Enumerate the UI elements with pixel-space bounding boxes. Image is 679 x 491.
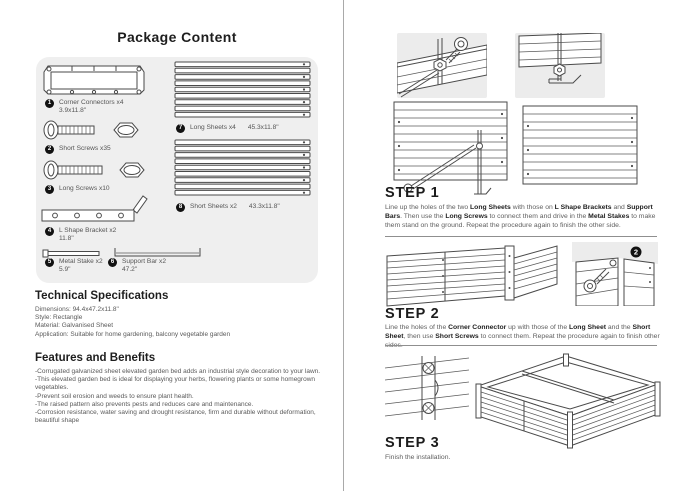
item-number-badge: 6 — [108, 258, 117, 267]
spec-line: Dimensions: 94.4x47.2x11.8" — [35, 306, 119, 313]
step1-title: STEP 1 — [385, 185, 440, 201]
package-item-short-sheets: 8 Short Sheets x2 43.3x11.8" — [176, 203, 280, 212]
package-item-short-screws: 2 Short Screws x35 — [45, 145, 111, 154]
item-label: Short Sheets x2 — [190, 203, 237, 210]
step3-assembled-bed-illustration — [475, 353, 661, 449]
step3-text: Finish the installation. — [385, 454, 451, 461]
feature-bullet: -This elevated garden bed is ideal for d… — [35, 376, 316, 392]
item-number-badge: 2 — [45, 145, 54, 154]
item-dims: 47.2" — [122, 266, 138, 273]
item-dims: 43.3x11.8" — [248, 203, 280, 210]
l-shape-bracket-illustration — [41, 195, 148, 222]
item-number-badge: 8 — [176, 203, 185, 212]
item-number-badge: 1 — [45, 99, 54, 108]
specs-heading: Technical Specifications — [35, 290, 169, 302]
spec-line: Material: Galvanised Sheet — [35, 322, 114, 330]
item-label: Long Sheets x4 — [190, 124, 236, 131]
package-item-metal-stake: 5 Metal Stake x2 5.9" — [45, 258, 103, 274]
feature-bullet: -Prevent soil erosion and weeds to ensur… — [35, 392, 194, 400]
specs-list: Dimensions: 94.4x47.2x11.8" Style: Recta… — [35, 306, 325, 339]
item-dims: 11.8" — [59, 235, 74, 242]
item-number-badge: 3 — [45, 185, 54, 194]
features-heading: Features and Benefits — [35, 352, 156, 364]
package-item-support-bar: 6 Support Bar x2 47.2" — [108, 258, 166, 274]
corner-connector-illustration — [43, 65, 145, 95]
feature-bullet: -The raised pattern also prevents pests … — [35, 400, 254, 408]
item-label: L Shape Bracket x2 — [59, 227, 117, 234]
spec-line: Application: Suitable for home gardening… — [35, 330, 231, 338]
section-divider — [385, 236, 657, 237]
item-label: Metal Stake x2 — [59, 258, 103, 265]
step3-title: STEP 3 — [385, 435, 440, 451]
feature-bullet: -Corrosion resistance, water saving and … — [35, 409, 316, 425]
item-label: Support Bar x2 — [122, 258, 166, 265]
package-item-corner-connectors: 1 Corner Connectors x4 3.9x11.8" — [45, 99, 124, 115]
step2-title: STEP 2 — [385, 306, 440, 322]
long-screw-and-nut-illustration — [43, 160, 145, 180]
item-label: Long Screws x10 — [59, 185, 110, 192]
features-list: -Corrugated galvanized sheet elevated ga… — [35, 368, 335, 425]
step3-connector-detail-illustration — [385, 356, 469, 420]
step2-corner-assembly-illustration — [386, 245, 558, 307]
item-dims: 5.9" — [59, 266, 71, 273]
section-divider — [385, 345, 657, 346]
short-sheets-illustration — [174, 139, 311, 196]
item-label: Corner Connectors x4 — [59, 99, 124, 106]
item-number-badge: 4 — [45, 227, 54, 236]
package-item-l-shape-bracket: 4 L Shape Bracket x2 11.8" — [45, 227, 116, 243]
step2-screw-detail-illustration: 2 — [572, 242, 658, 306]
short-screw-and-nut-illustration — [43, 120, 139, 140]
step1-long-sheets-illustration — [393, 101, 638, 195]
metal-stake-illustration — [42, 249, 100, 258]
item-label: Short Screws x35 — [59, 145, 111, 152]
package-item-long-screws: 3 Long Screws x10 — [45, 185, 110, 194]
spec-line: Style: Rectangle — [35, 314, 83, 322]
step1-text: Line up the holes of the two Long Sheets… — [385, 204, 656, 229]
step1-screw-detail-illustration — [397, 33, 487, 98]
support-bar-illustration — [114, 248, 201, 257]
step1-stake-detail-illustration — [515, 33, 605, 98]
item-number-badge: 7 — [176, 124, 185, 133]
long-sheets-illustration — [174, 61, 311, 118]
item-number-badge: 5 — [45, 258, 54, 267]
page-title: Package Content — [117, 29, 237, 45]
page-divider — [343, 0, 344, 491]
package-item-long-sheets: 7 Long Sheets x4 45.3x11.8" — [176, 124, 279, 133]
item-dims: 45.3x11.8" — [247, 124, 279, 131]
step2-text: Line the holes of the Corner Connector u… — [385, 324, 660, 349]
item-dims: 3.9x11.8" — [59, 107, 87, 114]
step2-detail-badge: 2 — [634, 248, 638, 257]
feature-bullet: -Corrugated galvanized sheet elevated ga… — [35, 368, 321, 375]
